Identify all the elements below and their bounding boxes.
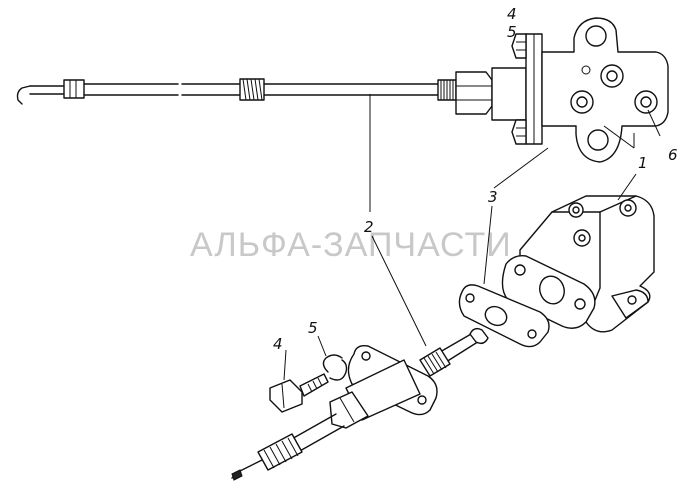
cable-assembly-bottom — [231, 327, 489, 481]
callout-part-6: 6 — [668, 146, 678, 164]
cable-sheath-right — [263, 83, 441, 96]
cable-nut-bottom — [329, 391, 369, 429]
cable-end-ferrule — [63, 79, 85, 99]
cable-sheath-left — [83, 83, 179, 96]
cable-hex-nut — [455, 71, 493, 115]
cable-hook — [16, 85, 31, 105]
cable-thread-bottom — [257, 433, 303, 471]
valve-body-isometric — [501, 195, 655, 333]
callout-part-1: 1 — [638, 154, 648, 172]
valve-port-1 — [600, 64, 624, 88]
valve-neck — [491, 67, 527, 121]
callout-top-5: 5 — [507, 23, 517, 41]
cable-threaded-end — [437, 79, 457, 101]
bolt-part-4 — [269, 373, 329, 413]
callout-top-4: 4 — [507, 5, 517, 23]
cable-tip — [29, 85, 65, 95]
valve-body — [541, 17, 669, 163]
callout-bottom-4: 4 — [273, 335, 283, 353]
flange-bolt-bottom — [511, 119, 527, 145]
valve-mount-hole-top — [585, 25, 607, 47]
flange-bolt-top — [511, 33, 527, 59]
cable-spring — [239, 78, 265, 101]
watermark: АЛЬФА-ЗАПЧАСТИ — [190, 226, 512, 264]
valve-port-2 — [570, 90, 594, 114]
lock-washer-part-5 — [322, 354, 348, 381]
callout-bottom-5: 5 — [308, 319, 318, 337]
callout-part-2: 2 — [364, 218, 374, 236]
cable-assembly-top — [16, 17, 669, 163]
cable-sheath-mid — [181, 83, 241, 96]
valve-port-3 — [634, 90, 658, 114]
plunger-spring — [419, 347, 451, 377]
callout-part-3: 3 — [488, 188, 498, 206]
valve-mount-hole-bottom — [587, 129, 609, 151]
cable-sheath-bottom — [289, 413, 345, 453]
leader-lines — [283, 94, 661, 381]
gasket — [458, 284, 550, 348]
